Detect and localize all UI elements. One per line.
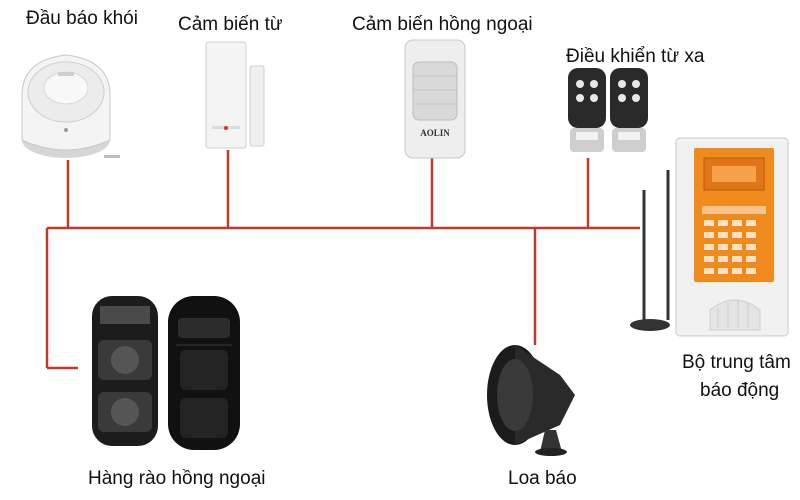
control-panel-label-line1: Bộ trung tâm bbox=[682, 352, 791, 373]
smoke-detector-label: Đầu báo khói bbox=[26, 8, 138, 29]
siren-label: Loa báo bbox=[508, 468, 577, 489]
pir-sensor-label: Cảm biến hồng ngoại bbox=[352, 14, 533, 35]
pir-brand-text: AOLIN bbox=[420, 128, 450, 138]
magnetic-sensor-label: Cảm biến từ bbox=[178, 14, 283, 35]
control-panel-label-line2: báo động bbox=[700, 380, 780, 401]
remote-label: Điều khiển từ xa bbox=[566, 46, 705, 67]
beam-fence-label: Hàng rào hồng ngoại bbox=[88, 468, 266, 489]
